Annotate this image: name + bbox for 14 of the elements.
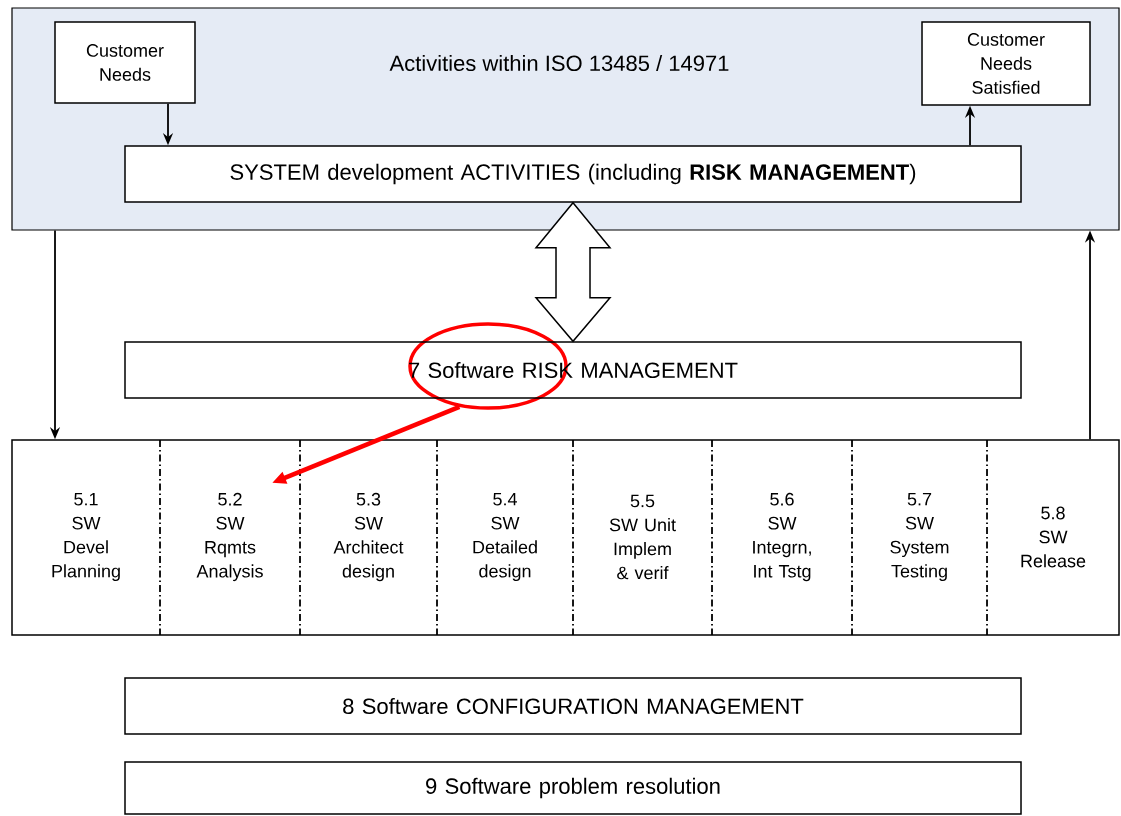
activity-box: Customer Needs <box>54 21 196 104</box>
process-box: SYSTEM development ACTIVITIES (including RISK MANAGEMENT) <box>124 145 1022 203</box>
lifecycle-step: 5.5 SW Unit Implem & verif <box>609 494 676 580</box>
lifecycle-step: 5.4 SW Detailed design <box>473 492 537 582</box>
process-box: 9 Software problem resolution <box>124 761 1022 815</box>
activity-box: Customer Needs Satisfied <box>921 21 1091 106</box>
lifecycle-step: 5.1 SW Devel Planning <box>52 492 120 582</box>
lifecycle-step: 5.7 SW System Testing <box>890 492 949 582</box>
process-band <box>11 439 1120 636</box>
lifecycle-step: 5.6 SW Integrn, Int Tstg <box>753 492 811 582</box>
process-box: 8 Software CONFIGURATION MANAGEMENT <box>124 677 1022 735</box>
lifecycle-step: 5.3 SW Architect design <box>333 492 404 582</box>
lifecycle-step: 5.2 SW Rqmts Analysis <box>196 492 263 582</box>
lifecycle-step: 5.8 SW Release <box>1021 506 1086 568</box>
